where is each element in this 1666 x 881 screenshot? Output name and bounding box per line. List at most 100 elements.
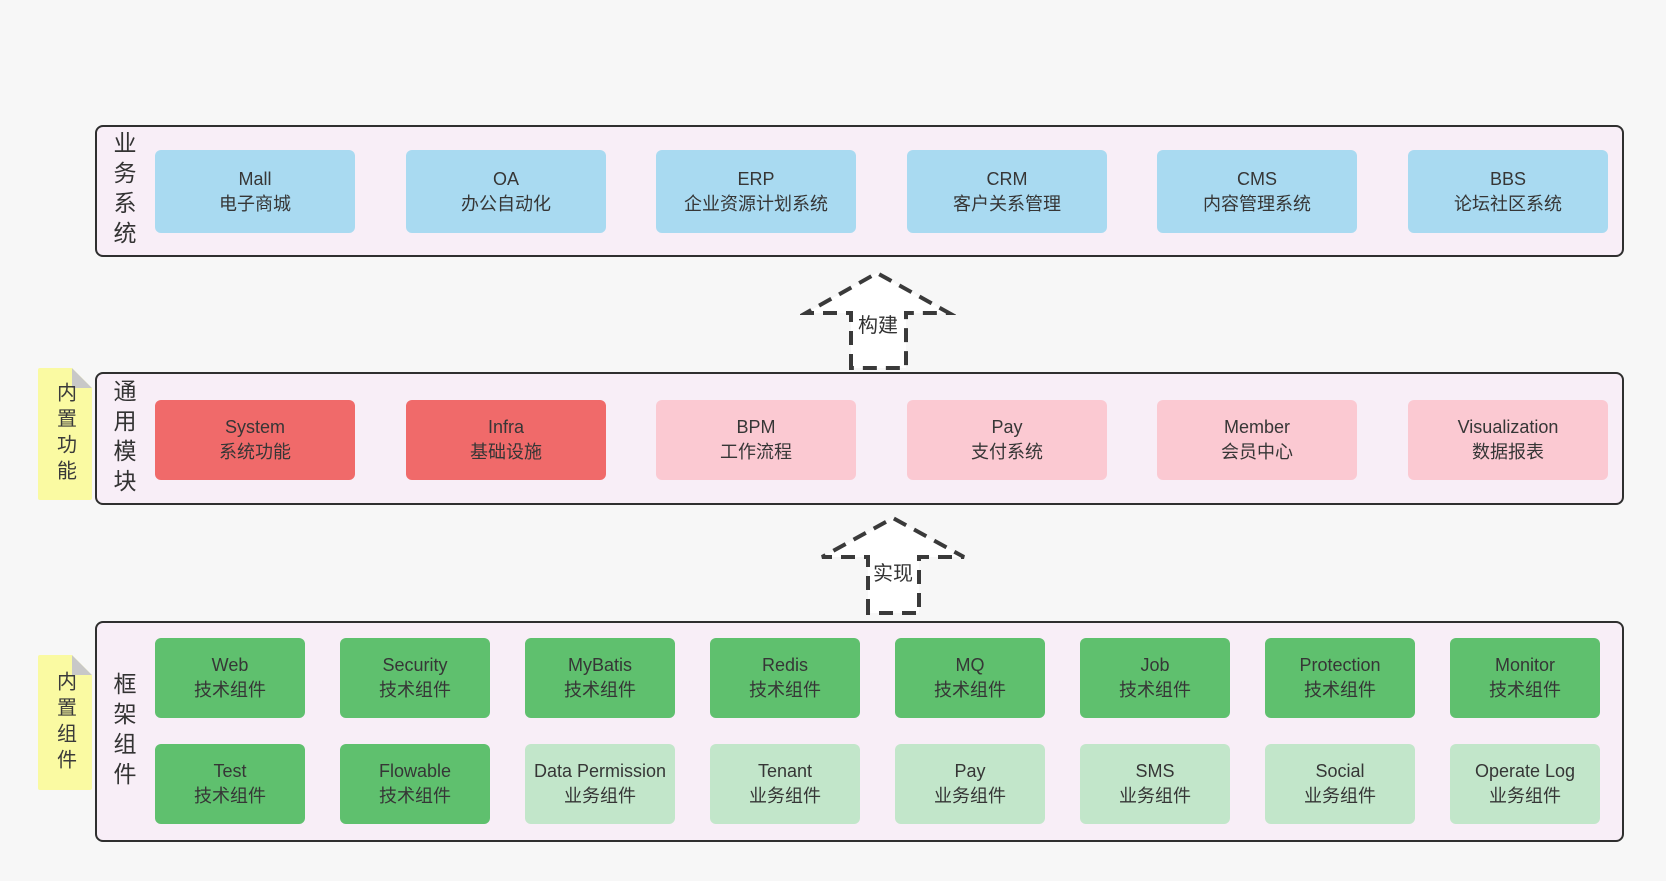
box-security: Security 技术组件	[340, 638, 490, 718]
box-title: Infra	[487, 417, 525, 437]
box-subtitle: 会员中心	[1221, 442, 1293, 462]
box-mybatis: MyBatis 技术组件	[525, 638, 675, 718]
box-flowable: Flowable 技术组件	[340, 744, 490, 824]
panel-label-common-modules: 通用模块	[110, 378, 136, 499]
box-infra: Infra 基础设施	[406, 400, 606, 480]
panel-common-modules: 通用模块 System 系统功能 Infra 基础设施 BPM 工作流程 Pay…	[95, 372, 1624, 505]
sticky-note-builtin-features: 内置功能	[38, 368, 92, 500]
box-title: Job	[1140, 655, 1170, 675]
box-mall: Mall 电子商城	[155, 150, 355, 233]
implement-arrow-label: 实现	[870, 557, 916, 586]
box-subtitle: 技术组件	[379, 680, 451, 700]
box-test: Test 技术组件	[155, 744, 305, 824]
implement-arrow: 实现	[815, 513, 971, 619]
box-subtitle: 技术组件	[1119, 680, 1191, 700]
box-subtitle: 技术组件	[1489, 680, 1561, 700]
box-crm: CRM 客户关系管理	[907, 150, 1107, 233]
box-title: Operate Log	[1474, 761, 1576, 781]
box-subtitle: 企业资源计划系统	[684, 193, 828, 214]
box-tenant: Tenant 业务组件	[710, 744, 860, 824]
box-title: Web	[211, 655, 249, 675]
box-member: Member 会员中心	[1157, 400, 1357, 480]
box-subtitle: 技术组件	[749, 680, 821, 700]
box-title: Pay	[991, 417, 1023, 437]
build-arrow-label: 构建	[855, 309, 901, 338]
box-redis: Redis 技术组件	[710, 638, 860, 718]
box-title: Social	[1315, 761, 1365, 781]
box-subtitle: 办公自动化	[461, 193, 551, 214]
folded-corner-icon	[72, 368, 92, 388]
box-subtitle: 客户关系管理	[953, 193, 1061, 214]
box-title: Data Permission	[533, 761, 667, 781]
sticky-note-text: 内置功能	[53, 382, 76, 486]
box-web: Web 技术组件	[155, 638, 305, 718]
box-title: Test	[213, 761, 247, 781]
box-subtitle: 技术组件	[194, 680, 266, 700]
box-data-permission: Data Permission 业务组件	[525, 744, 675, 824]
box-subtitle: 技术组件	[934, 680, 1006, 700]
box-title: Member	[1223, 417, 1290, 437]
box-title: Pay	[954, 761, 986, 781]
panel-business-systems: 业务系统 Mall 电子商城 OA 办公自动化 ERP 企业资源计划系统 CRM…	[95, 125, 1624, 257]
box-protection: Protection 技术组件	[1265, 638, 1415, 718]
box-title: MQ	[955, 655, 985, 675]
box-subtitle: 基础设施	[470, 442, 542, 462]
box-title: CMS	[1237, 168, 1277, 189]
box-pay-business: Pay 业务组件	[895, 744, 1045, 824]
box-subtitle: 技术组件	[1304, 680, 1376, 700]
box-bbs: BBS 论坛社区系统	[1408, 150, 1608, 233]
box-subtitle: 电子商城	[219, 193, 291, 214]
box-subtitle: 业务组件	[564, 786, 636, 806]
box-subtitle: 论坛社区系统	[1454, 193, 1562, 214]
sticky-note-builtin-components: 内置组件	[38, 655, 92, 790]
box-title: Monitor	[1494, 655, 1556, 675]
box-job: Job 技术组件	[1080, 638, 1230, 718]
box-title: OA	[492, 168, 519, 189]
box-subtitle: 技术组件	[194, 786, 266, 806]
build-arrow: 构建	[800, 266, 956, 372]
box-title: Protection	[1299, 655, 1381, 675]
box-bpm: BPM 工作流程	[656, 400, 856, 480]
box-subtitle: 业务组件	[749, 786, 821, 806]
box-sms: SMS 业务组件	[1080, 744, 1230, 824]
box-title: ERP	[737, 168, 775, 189]
box-subtitle: 数据报表	[1472, 442, 1544, 462]
box-title: Security	[382, 655, 448, 675]
box-system: System 系统功能	[155, 400, 355, 480]
box-title: CRM	[986, 168, 1028, 189]
box-cms: CMS 内容管理系统	[1157, 150, 1357, 233]
box-title: Mall	[238, 168, 272, 189]
box-subtitle: 内容管理系统	[1203, 193, 1311, 214]
panel-framework-components: 框架组件 Web 技术组件 Security 技术组件 MyBatis 技术组件…	[95, 621, 1624, 842]
box-title: BBS	[1489, 168, 1527, 189]
box-subtitle: 支付系统	[971, 442, 1043, 462]
panel-label-business-systems: 业务系统	[110, 131, 136, 251]
box-title: MyBatis	[567, 655, 632, 675]
box-subtitle: 技术组件	[564, 680, 636, 700]
folded-corner-icon	[72, 655, 92, 675]
box-subtitle: 业务组件	[1304, 786, 1376, 806]
box-subtitle: 技术组件	[379, 786, 451, 806]
sticky-note-text: 内置组件	[53, 670, 76, 775]
box-title: System	[224, 417, 285, 437]
box-subtitle: 业务组件	[1489, 786, 1561, 806]
box-mq: MQ 技术组件	[895, 638, 1045, 718]
box-title: Flowable	[378, 761, 452, 781]
box-title: Visualization	[1457, 417, 1559, 437]
box-visualization: Visualization 数据报表	[1408, 400, 1608, 480]
box-subtitle: 系统功能	[219, 442, 291, 462]
box-subtitle: 业务组件	[1119, 786, 1191, 806]
box-title: SMS	[1135, 761, 1175, 781]
box-monitor: Monitor 技术组件	[1450, 638, 1600, 718]
box-social: Social 业务组件	[1265, 744, 1415, 824]
box-subtitle: 业务组件	[934, 786, 1006, 806]
panel-label-framework-components: 框架组件	[110, 671, 136, 792]
box-title: Redis	[761, 655, 809, 675]
box-oa: OA 办公自动化	[406, 150, 606, 233]
box-pay: Pay 支付系统	[907, 400, 1107, 480]
box-subtitle: 工作流程	[720, 442, 792, 462]
box-title: Tenant	[757, 761, 813, 781]
box-operate-log: Operate Log 业务组件	[1450, 744, 1600, 824]
box-title: BPM	[736, 417, 776, 437]
